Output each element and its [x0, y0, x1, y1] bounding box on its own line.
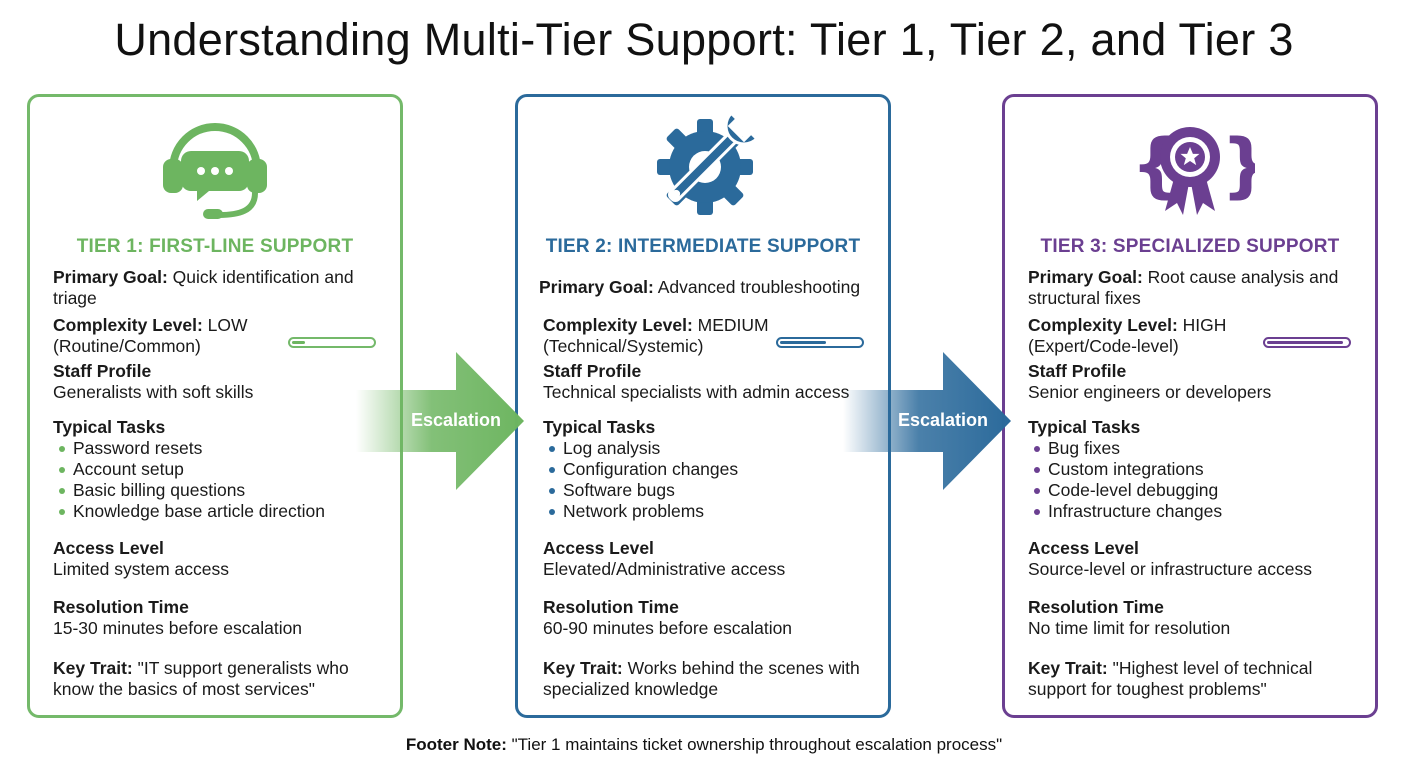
key-trait: Key Trait: "Highest level of technical s…: [1028, 658, 1361, 700]
primary-goal: Primary Goal: Root cause analysis and st…: [1028, 267, 1361, 309]
value: Root cause analysis and structural fixes: [1028, 267, 1339, 308]
resolution-time-label: Resolution Time: [53, 597, 189, 617]
tier-heading: TIER 3: SPECIALIZED SUPPORT: [1040, 236, 1340, 257]
value: HIGH: [1182, 315, 1227, 335]
list-item: Knowledge base article direction: [59, 501, 386, 522]
access-level-label: Access Level: [543, 538, 654, 558]
staff-profile-value: Technical specialists with admin access: [543, 382, 850, 402]
primary-goal: Primary Goal: Quick identification and t…: [53, 267, 386, 309]
value: MEDIUM: [697, 315, 769, 335]
staff-profile-label: Staff Profile: [1028, 361, 1127, 381]
headset-chat-icon: [30, 111, 400, 221]
typical-tasks-label: Typical Tasks: [53, 417, 166, 437]
label: Primary Goal:: [53, 267, 168, 287]
list-item: Code-level debugging: [1034, 480, 1361, 501]
svg-text:}: }: [1221, 124, 1255, 206]
list-item: Basic billing questions: [59, 480, 386, 501]
list-item: Configuration changes: [549, 459, 874, 480]
access-level-label: Access Level: [53, 538, 164, 558]
wrench-gear-icon: [518, 111, 888, 221]
tier-3-card: { } TIER 3: SPECIALIZED SUPPORT Primary …: [1002, 94, 1378, 718]
label: Key Trait:: [53, 658, 133, 678]
complexity-meter: [1263, 337, 1351, 348]
access-level-value: Limited system access: [53, 559, 230, 579]
resolution-time-value: 60-90 minutes before escalation: [543, 618, 793, 638]
tier-2-card: TIER 2: INTERMEDIATE SUPPORT Primary Goa…: [515, 94, 891, 718]
complexity-meter-fill: [1267, 341, 1343, 344]
resolution-time-label: Resolution Time: [1028, 597, 1164, 617]
tier-heading: TIER 1: FIRST-LINE SUPPORT: [76, 236, 354, 257]
complexity-sub: (Expert/Code-level): [1028, 336, 1179, 356]
key-trait: Key Trait: "IT support generalists who k…: [53, 658, 386, 700]
footer-label: Footer Note:: [405, 735, 507, 754]
tier-1-card: TIER 1: FIRST-LINE SUPPORT Primary Goal:…: [27, 94, 403, 718]
list-item: Password resets: [59, 438, 386, 459]
access-level-value: Source-level or infrastructure access: [1028, 559, 1312, 579]
value: Works behind the scenes with specialized…: [543, 658, 860, 699]
label: Key Trait:: [543, 658, 623, 678]
escalation-label: Escalation: [897, 410, 989, 430]
footer-value: "Tier 1 maintains ticket ownership throu…: [511, 735, 1003, 754]
footer-note: Footer Note: "Tier 1 maintains ticket ow…: [0, 735, 1408, 755]
tier-body: Primary Goal: Advanced troubleshooting C…: [539, 267, 874, 700]
label: Key Trait:: [1028, 658, 1108, 678]
complexity-meter: [776, 337, 864, 348]
staff-profile-label: Staff Profile: [53, 361, 152, 381]
label: Primary Goal:: [1028, 267, 1143, 287]
label: Primary Goal:: [539, 277, 654, 297]
value: Advanced troubleshooting: [657, 277, 861, 297]
value: "IT support generalists who know the bas…: [53, 658, 349, 699]
complexity-meter-fill: [292, 341, 305, 344]
complexity-level: Complexity Level: HIGH (Expert/Code-leve…: [1028, 315, 1361, 357]
tier-heading: TIER 2: INTERMEDIATE SUPPORT: [545, 236, 861, 257]
primary-goal: Primary Goal: Advanced troubleshooting: [539, 267, 874, 298]
access-level-value: Elevated/Administrative access: [543, 559, 786, 579]
staff-profile-value: Generalists with soft skills: [53, 382, 254, 402]
label: Complexity Level:: [543, 315, 693, 335]
label: Complexity Level:: [1028, 315, 1178, 335]
escalation-arrow-1: Escalation: [356, 350, 526, 492]
value: Quick identification and triage: [53, 267, 354, 308]
task-list: Bug fixes Custom integrations Code-level…: [1028, 438, 1361, 522]
value: LOW: [207, 315, 248, 335]
list-item: Log analysis: [549, 438, 874, 459]
list-item: Bug fixes: [1034, 438, 1361, 459]
key-trait: Key Trait: Works behind the scenes with …: [543, 658, 874, 700]
complexity-meter-fill: [780, 341, 827, 344]
list-item: Account setup: [59, 459, 386, 480]
code-award-icon: { }: [1005, 111, 1375, 221]
resolution-time-value: 15-30 minutes before escalation: [53, 618, 303, 638]
list-item: Infrastructure changes: [1034, 501, 1361, 522]
staff-profile-label: Staff Profile: [543, 361, 642, 381]
complexity-sub: (Technical/Systemic): [543, 336, 704, 356]
list-item: Software bugs: [549, 480, 874, 501]
list-item: Custom integrations: [1034, 459, 1361, 480]
task-list: Log analysis Configuration changes Softw…: [543, 438, 874, 522]
escalation-arrow-2: Escalation: [843, 350, 1013, 492]
list-item: Network problems: [549, 501, 874, 522]
value: "Highest level of technical support for …: [1028, 658, 1313, 699]
task-list: Password resets Account setup Basic bill…: [53, 438, 386, 522]
page-title: Understanding Multi-Tier Support: Tier 1…: [114, 14, 1294, 65]
staff-profile-value: Senior engineers or developers: [1028, 382, 1272, 402]
complexity-meter: [288, 337, 376, 348]
tier-body: Primary Goal: Root cause analysis and st…: [1028, 267, 1361, 700]
resolution-time-value: No time limit for resolution: [1028, 618, 1231, 638]
resolution-time-label: Resolution Time: [543, 597, 679, 617]
escalation-label: Escalation: [410, 410, 502, 430]
typical-tasks-label: Typical Tasks: [1028, 417, 1141, 437]
complexity-level: Complexity Level: MEDIUM (Technical/Syst…: [539, 315, 874, 357]
complexity-level: Complexity Level: LOW (Routine/Common): [53, 315, 386, 357]
complexity-sub: (Routine/Common): [53, 336, 201, 356]
typical-tasks-label: Typical Tasks: [543, 417, 656, 437]
label: Complexity Level:: [53, 315, 203, 335]
tier-body: Primary Goal: Quick identification and t…: [53, 267, 386, 700]
access-level-label: Access Level: [1028, 538, 1139, 558]
